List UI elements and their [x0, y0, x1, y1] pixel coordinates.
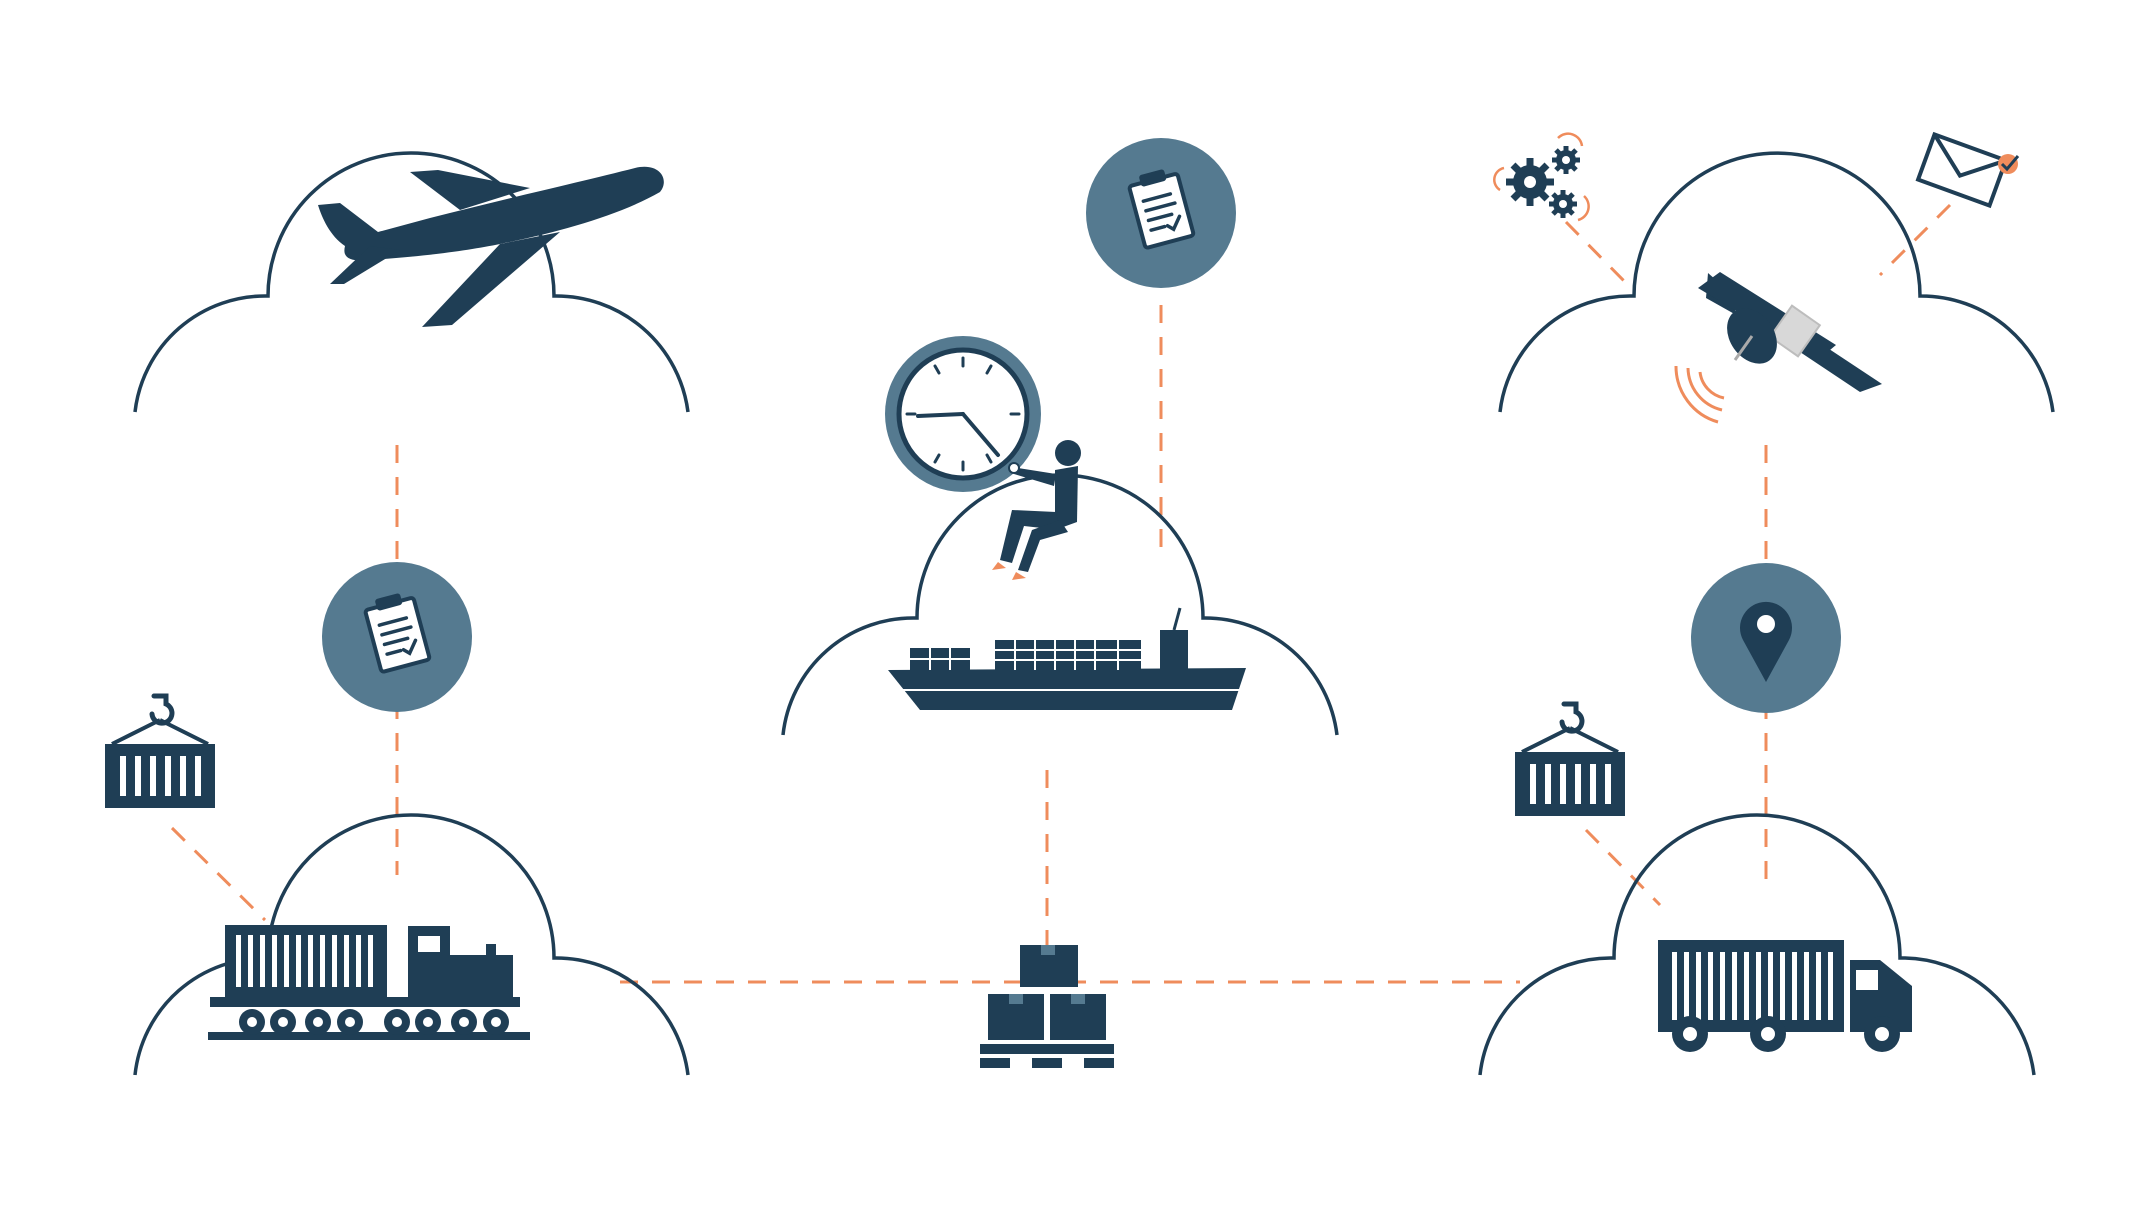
clipboard-badge-left: [322, 562, 472, 712]
pallet-boxes-icon: [980, 945, 1114, 1068]
connector-email-satellite: [1878, 203, 1952, 277]
ship-containers: [910, 640, 1141, 670]
satellite-icon: [1674, 272, 1882, 424]
connector-container-rail: [170, 826, 267, 922]
truck-icon: [1658, 940, 1912, 1052]
cloud-tracking: [1498, 151, 2055, 413]
connector-container-road: [1584, 828, 1662, 907]
crane-container-icon-left: [105, 696, 215, 808]
cloud-air: [133, 151, 690, 413]
cargo-ship-icon: [888, 607, 1246, 710]
crane-container-icon-right: [1515, 704, 1625, 816]
clipboard-badge-center: [1086, 138, 1236, 288]
gears-icon: [1493, 132, 1590, 222]
envelope-icon: [1915, 131, 2020, 209]
map-pin-badge: [1691, 563, 1841, 713]
freight-train-icon: [208, 925, 530, 1040]
clock-icon: [885, 336, 1041, 492]
person-sitting-icon: [992, 440, 1081, 580]
airplane-icon: [318, 166, 664, 327]
cloud-rail: [133, 813, 690, 1076]
map-pin-icon: [1740, 601, 1792, 682]
cloud-outlines: [133, 151, 2055, 1076]
connector-gears-satellite: [1564, 220, 1630, 287]
cloud-road: [1478, 813, 2036, 1076]
